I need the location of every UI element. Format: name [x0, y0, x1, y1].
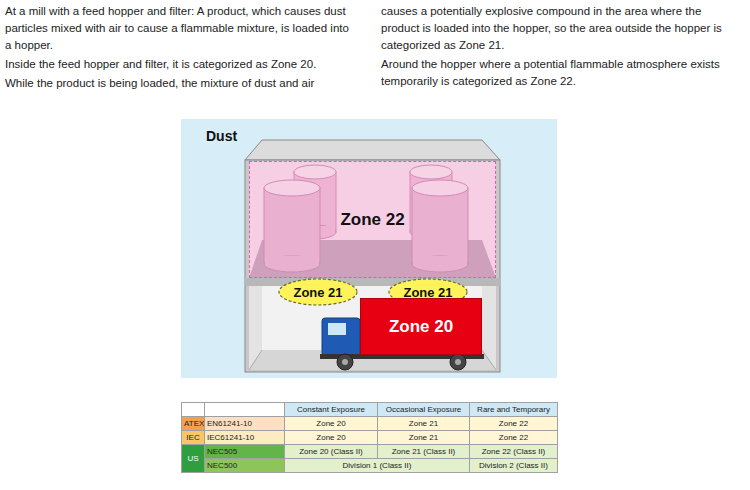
floor-edge: [482, 350, 496, 370]
medium-label: Dust: [206, 128, 237, 144]
zone-label: Zone 21: [293, 285, 342, 300]
silo-base: [264, 256, 320, 272]
silo-body: [264, 188, 320, 264]
truck-wheel: [450, 354, 466, 370]
zone-standards-table: Constant ExposureOccasional ExposureRare…: [181, 402, 558, 473]
table-cell: Zone 22: [470, 431, 558, 445]
table-cell: Zone 20: [285, 431, 378, 445]
description-text: causes a potentially explosive compound …: [381, 3, 731, 54]
table-cell: IEC: [182, 431, 205, 445]
table-cell: Zone 22 (Class II): [470, 445, 558, 459]
truck-cab: [322, 318, 360, 356]
table-cell: US: [182, 445, 205, 473]
silo-top: [412, 180, 468, 196]
table-cell: [182, 403, 205, 417]
table-cell: Division 1 (Class II): [285, 459, 470, 473]
table-cell: EN61241-10: [205, 417, 285, 431]
text-column: causes a potentially explosive compound …: [381, 3, 731, 92]
silo-top: [410, 165, 452, 179]
table-cell: Division 2 (Class II): [470, 459, 558, 473]
silo-body: [413, 256, 467, 264]
table-cell: NEC500: [205, 459, 285, 473]
table-cell: Zone 22: [470, 417, 558, 431]
table-row: NEC500Division 1 (Class II)Division 2 (C…: [182, 459, 558, 473]
table-row: IECIEC61241-10Zone 20Zone 21Zone 22: [182, 431, 558, 445]
truck-window: [328, 323, 346, 335]
description-text: Around the hopper where a potential flam…: [381, 56, 731, 90]
table-cell: Zone 20 (Class II): [285, 445, 378, 459]
table-cell: Occasional Exposure: [378, 403, 470, 417]
zone-region: Zone 22: [249, 161, 496, 278]
floor-slab: [245, 278, 500, 286]
silo-top: [264, 180, 320, 196]
description-text: Inside the feed hopper and filter, it is…: [5, 56, 355, 73]
sky-panel: [181, 119, 557, 378]
silo: [264, 180, 320, 272]
zone-label: Zone 22: [340, 210, 404, 230]
silo-base: [412, 256, 468, 272]
table-row: ATEXEN61241-10Zone 20Zone 21Zone 22: [182, 417, 558, 431]
truck-container: Zone 20: [360, 298, 482, 355]
roof: [245, 140, 500, 160]
description-text: At a mill with a feed hopper and filter:…: [5, 3, 355, 54]
floor-edge: [249, 350, 262, 370]
zone-label: Zone 20: [389, 317, 453, 337]
wheel-hub: [455, 359, 461, 365]
silo-top: [294, 165, 336, 179]
table-cell: Zone 20: [285, 417, 378, 431]
table-cell: [205, 403, 285, 417]
table-cell: NEC505: [205, 445, 285, 459]
node-text-group: Zone 22: [340, 210, 404, 230]
silo-body: [265, 256, 319, 264]
node-text-group: Zone 21: [293, 285, 342, 300]
table-row: Constant ExposureOccasional ExposureRare…: [182, 403, 558, 417]
zone-ellipse-shape: [279, 279, 357, 305]
description-text: While the product is being loaded, the m…: [5, 75, 355, 92]
table-cell: Zone 21: [378, 417, 470, 431]
wheel-hub: [342, 359, 348, 365]
table-row: USNEC505Zone 20 (Class II)Zone 21 (Class…: [182, 445, 558, 459]
building-wall: [245, 160, 500, 372]
node-text-group: Zone 20: [389, 317, 453, 337]
table-cell: Rare and Temporary: [470, 403, 558, 417]
text-column: At a mill with a feed hopper and filter:…: [5, 3, 355, 94]
table-cell: ATEX: [182, 417, 205, 431]
silo-body: [412, 188, 468, 264]
zone-ellipse: Zone 21: [278, 278, 358, 306]
table-cell: IEC61241-10: [205, 431, 285, 445]
truck-wheel: [337, 354, 353, 370]
table-cell: Zone 21 (Class II): [378, 445, 470, 459]
table-cell: Zone 21: [378, 431, 470, 445]
zone22-fill: [249, 161, 496, 278]
silo: [412, 180, 468, 272]
table-cell: Constant Exposure: [285, 403, 378, 417]
